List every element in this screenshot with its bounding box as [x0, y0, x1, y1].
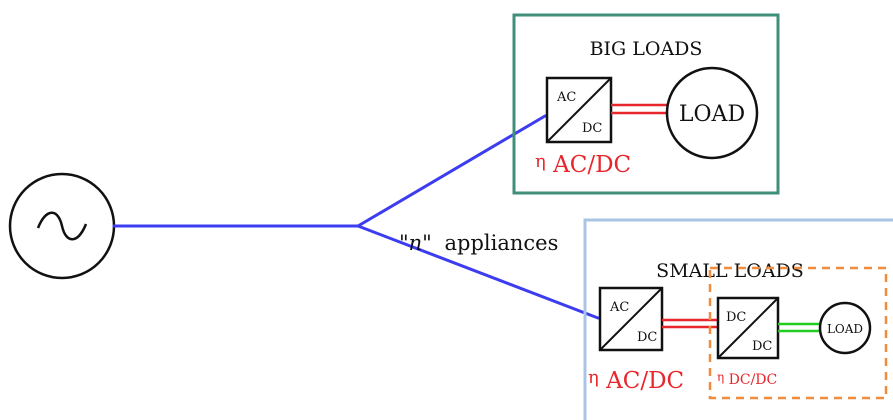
small-loads-title: SMALL LOADS [656, 260, 804, 282]
appliances-text: appliances [445, 231, 559, 255]
big-loads-box [512, 13, 780, 195]
small-acdc-top-label: AC [609, 300, 629, 315]
eta-symbol: η [717, 370, 724, 384]
small-acdc-converter: AC DC [598, 286, 664, 352]
big-acdc-converter: AC DC [545, 76, 613, 144]
dcdc-stage-box [708, 266, 888, 400]
small-dcdc-bottom-label: DC [752, 339, 772, 354]
n-count-label: "n" [399, 231, 432, 255]
big-loads-title: BIG LOADS [590, 38, 703, 60]
eta-symbol: η [535, 151, 546, 172]
eta-subscript: DC/DC [729, 372, 778, 388]
small-dc-link [662, 318, 717, 329]
big-load: LOAD [665, 66, 759, 160]
big-load-label: LOAD [679, 102, 745, 127]
eta-subscript: AC/DC [552, 152, 631, 178]
small-eta-dcdc: η DC/DC [717, 369, 777, 388]
feeder-branch-big-loads [356, 114, 547, 228]
sine-wave-icon [36, 211, 88, 241]
appliances-label: "n" appliances [399, 231, 558, 255]
eta-symbol: η [588, 367, 599, 388]
eta-subscript: AC/DC [605, 368, 684, 394]
big-converter-bottom-label: DC [582, 121, 602, 136]
ac-source [8, 172, 116, 280]
small-loads-box [583, 218, 893, 420]
big-converter-top-label: AC [556, 90, 576, 105]
feeder-branch-small-loads [356, 224, 600, 320]
small-dcdc-top-label: DC [726, 310, 746, 325]
small-acdc-bottom-label: DC [637, 330, 657, 345]
small-load-link [778, 322, 822, 333]
big-dc-link [611, 103, 668, 115]
small-dcdc-converter: DC DC [716, 296, 780, 360]
small-load-label: LOAD [827, 322, 863, 336]
small-eta-acdc: η AC/DC [588, 363, 684, 394]
big-eta-acdc: η AC/DC [535, 147, 631, 178]
small-load: LOAD [818, 301, 872, 355]
small-loads-group: SMALL LOADS AC DC η AC/DC DC DC η DC/DC [583, 218, 893, 420]
feeder-lines [112, 114, 600, 320]
big-loads-group: BIG LOADS AC DC LOAD η AC/DC [512, 13, 780, 195]
